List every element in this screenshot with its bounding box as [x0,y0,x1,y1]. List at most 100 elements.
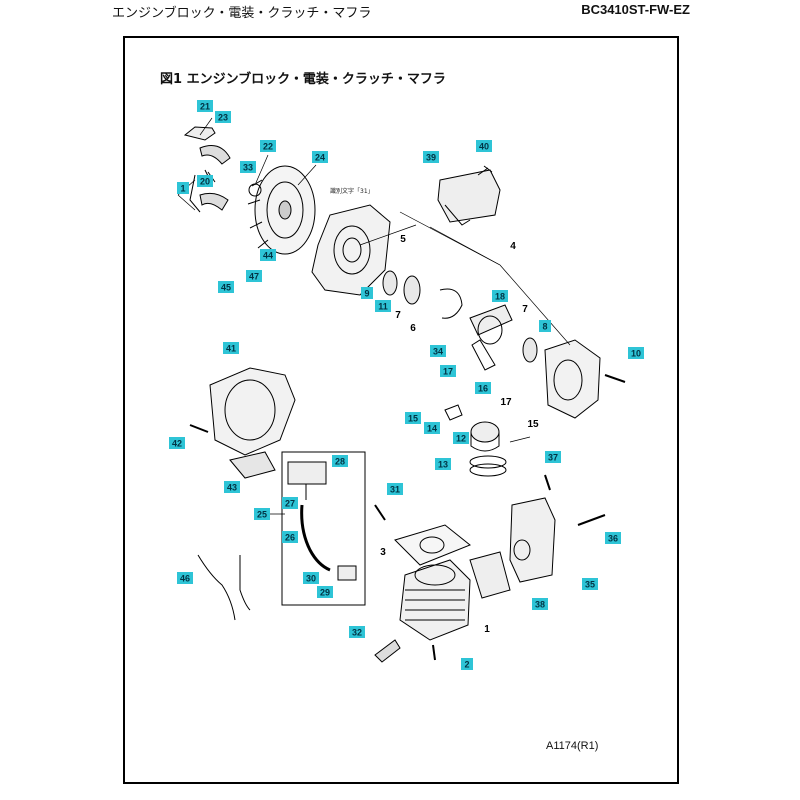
callout-26: 26 [282,531,298,543]
callout-badge [177,572,193,584]
callout-label: 34 [433,347,443,357]
callout-14: 14 [424,422,440,434]
callout-38: 38 [532,598,548,610]
callout-label: 28 [335,457,345,467]
callout-35: 35 [582,578,598,590]
bolt-10-part [604,374,626,383]
callout-badge [545,451,561,463]
callout-badge [332,455,348,467]
callout-40: 40 [476,140,492,152]
callout-layer: 2123223324120394044474591118834171610414… [169,100,644,670]
plate-43-part [229,451,276,479]
callout-9: 9 [361,287,373,299]
plug-cap-part [337,565,357,581]
callout-badge [435,458,451,470]
callout-42: 42 [169,437,185,449]
callout-11: 11 [375,300,391,312]
callout-36: 36 [605,532,621,544]
callout-badge [423,151,439,163]
callout-badge [532,598,548,610]
callout-badge [582,578,598,590]
wire-harness-part [197,554,251,621]
bolt-31-part [374,504,386,521]
figure-title: 図1 エンジンブロック・電装・クラッチ・マフラ [160,72,446,87]
crankcase-left-part [311,204,391,296]
callout-13: 13 [435,458,451,470]
callout-45: 45 [218,281,234,293]
part-label-5: 5 [400,234,406,245]
diagram-frame [123,36,679,784]
callout-label: 43 [227,483,237,493]
callout-badge [349,626,365,638]
callout-22: 22 [260,140,276,152]
bolt-40-part [477,165,493,176]
fan-cover-part [437,169,501,226]
callout-label: 30 [306,574,316,584]
callout-badge [177,182,189,194]
callout-label: 12 [456,434,466,444]
callout-label: 8 [542,322,547,332]
callout-label: 29 [320,588,330,598]
muffler-part [509,497,556,583]
callout-badge [430,345,446,357]
callout-label: 15 [408,414,418,424]
callout-label: 27 [285,499,295,509]
bolt-37-part [544,474,551,491]
callout-badge [282,531,298,543]
part-label-3: 3 [380,547,386,558]
callout-label: 17 [443,367,453,377]
callout-20: 20 [197,175,213,187]
callout-label: 41 [226,344,236,354]
callout-2: 2 [461,658,473,670]
callout-label: 23 [218,113,228,123]
callout-badge [312,151,328,163]
callout-46: 46 [177,572,193,584]
part-label-17: 17 [500,397,512,408]
callout-1: 1 [177,182,189,194]
callout-16: 16 [475,382,491,394]
callout-28: 28 [332,455,348,467]
callout-badge [476,140,492,152]
callout-10: 10 [628,347,644,359]
callout-label: 26 [285,533,295,543]
ignition-coil-part [287,461,327,500]
callout-29: 29 [317,586,333,598]
header-title: エンジンブロック・電装・クラッチ・マフラ [112,6,372,21]
callout-label: 33 [243,163,253,173]
callout-31: 31 [387,483,403,495]
ignition-group-box [281,451,366,606]
callout-label: 14 [427,424,437,434]
callout-39: 39 [423,151,439,163]
callout-badge [218,281,234,293]
callout-label: 36 [608,534,618,544]
part-label-6: 6 [410,323,416,334]
cylinder-part [399,559,471,641]
drawing-id: A1174(R1) [546,740,599,752]
callout-32: 32 [349,626,365,638]
bearing-8-part [522,337,538,363]
callout-label: 20 [200,177,210,187]
piston-part [444,404,500,452]
callout-8: 8 [539,320,551,332]
callout-badge [628,347,644,359]
part-label-1: 1 [484,624,490,635]
gasket-part [394,524,471,566]
crankcase-right-part [544,339,601,419]
part-label-4: 4 [510,241,516,252]
callout-44: 44 [260,249,276,261]
piston-ring-part [469,455,507,469]
callout-badge [461,658,473,670]
callout-label: 24 [315,153,325,163]
bolt-2-part [432,644,436,661]
callout-badge [405,412,421,424]
crankshaft-part [469,304,513,371]
muffler-gasket-part [469,551,511,599]
callout-label: 37 [548,453,558,463]
callout-badge [440,365,456,377]
callout-label: 35 [585,580,595,590]
callout-30: 30 [303,572,319,584]
callout-label: 42 [172,439,182,449]
spark-plug-part [374,639,401,663]
